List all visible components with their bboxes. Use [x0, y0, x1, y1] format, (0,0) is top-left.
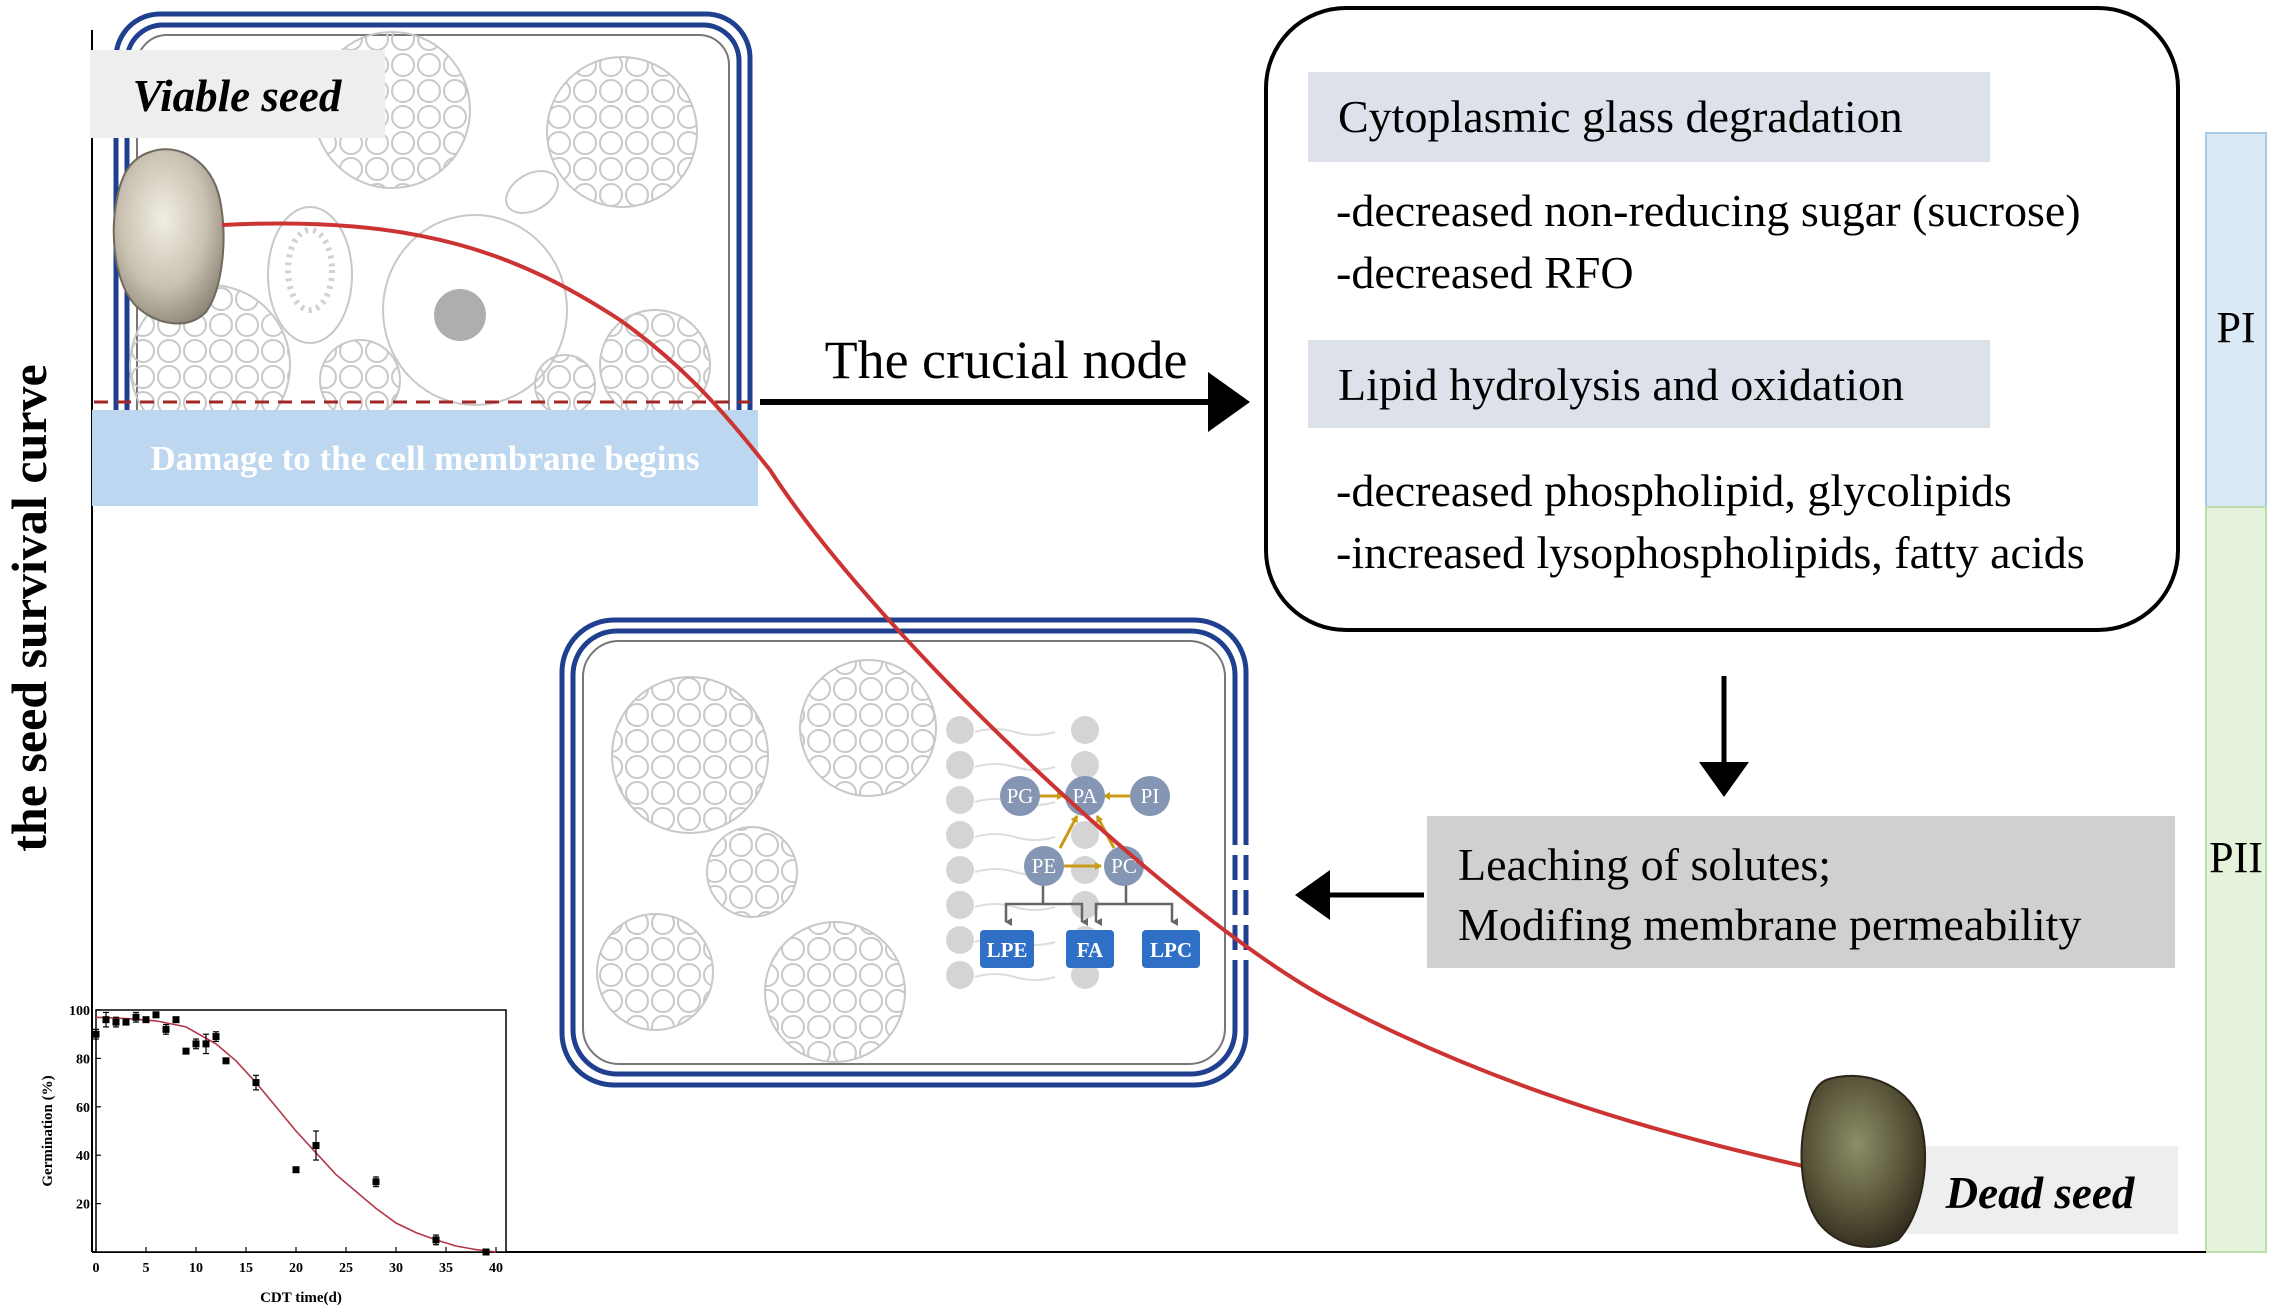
chart-y-tick-label: 60 [76, 1101, 90, 1116]
leaching-line2: Modifing membrane permeability [1458, 899, 2081, 950]
product-fa [1066, 930, 1114, 968]
damage-banner-text: Damage to the cell membrane begins [150, 439, 699, 478]
product-lpc [1142, 930, 1200, 968]
chart-point [152, 1011, 160, 1019]
leaching-box [1427, 816, 2175, 968]
damage-banner [92, 410, 758, 506]
chart-point [162, 1025, 170, 1033]
dead-seed-label: Dead seed [1945, 1168, 2136, 1218]
chart-x-label: CDT time(d) [260, 1290, 342, 1306]
chart-x-tick-label: 25 [339, 1261, 353, 1276]
chart-y-tick-label: 20 [76, 1198, 90, 1213]
chart-point [372, 1178, 380, 1186]
chart-x-tick-label: 0 [93, 1261, 100, 1276]
dead-seed-image [1800, 1074, 1926, 1248]
product-lpe-label: LPE [987, 938, 1028, 962]
chart-point [92, 1030, 100, 1038]
chart-y-tick-label: 40 [76, 1149, 90, 1164]
chart-point [202, 1040, 210, 1048]
chart-point [432, 1236, 440, 1244]
product-lpc-label: LPC [1150, 938, 1192, 962]
product-fa-label: FA [1077, 938, 1104, 962]
viable-seed-label: Viable seed [133, 71, 343, 121]
y-axis-label: the seed survival curve [1, 364, 57, 851]
chart-x-tick-label: 40 [489, 1261, 503, 1276]
chart-point [112, 1018, 120, 1026]
node-pe [1024, 846, 1064, 886]
mechanism-line2a: -decreased phospholipid, glycolipids [1336, 465, 2012, 516]
mechanism-heading1: Cytoplasmic glass degradation [1338, 91, 1903, 142]
chart-frame [95, 1009, 507, 1253]
chart-points [92, 1011, 490, 1256]
chart-point [132, 1013, 140, 1021]
germination-chart: 20 40 60 80 100 0 5 10 15 20 25 30 35 40 CDT time(d)… [40, 1004, 507, 1306]
chart-x-ticks: 0 5 10 15 20 25 30 35 40 [93, 1247, 503, 1276]
phase1-label: PI [2216, 303, 2255, 352]
node-pi-label: PI [1141, 784, 1160, 808]
node-pa-label: PA [1073, 784, 1099, 808]
lipid-pathway: PG PA PI PE PC LPE FA LPC [980, 776, 1200, 968]
chart-y-label: Germination (%) [40, 1075, 56, 1186]
chart-x-tick-label: 10 [189, 1261, 203, 1276]
node-pi [1130, 776, 1170, 816]
node-pg [1000, 776, 1040, 816]
phase2-bar [2205, 506, 2267, 1253]
chart-y-tick-label: 100 [69, 1004, 90, 1019]
chart-point [312, 1142, 320, 1150]
mechanism-line2b: -increased lysophospholipids, fatty acid… [1336, 527, 2085, 578]
chart-x-tick-label: 35 [439, 1261, 453, 1276]
chart-y-tick-label: 80 [76, 1052, 90, 1067]
mechanism-box: Cytoplasmic glass degradation -decreased… [1264, 6, 2180, 632]
heading1-box [1308, 72, 1990, 162]
chart-point [222, 1057, 230, 1065]
product-lpe [980, 930, 1034, 968]
chart-point [182, 1047, 190, 1055]
node-pg-label: PG [1007, 784, 1034, 808]
damaged-cell [559, 617, 1250, 1088]
chart-point [212, 1033, 220, 1041]
chart-point [102, 1016, 110, 1024]
chart-x-tick-label: 30 [389, 1261, 403, 1276]
mechanism-line1a: -decreased non-reducing sugar (sucrose) [1336, 185, 2081, 236]
chart-point [172, 1016, 180, 1024]
mechanism-heading2: Lipid hydrolysis and oxidation [1338, 359, 1904, 410]
node-pe-label: PE [1032, 854, 1057, 878]
mechanism-line1b: -decreased RFO [1336, 247, 1634, 298]
chart-point [252, 1079, 260, 1087]
chart-x-tick-label: 20 [289, 1261, 303, 1276]
leaching-line1: Leaching of solutes; [1458, 839, 1831, 890]
viable-cell [113, 11, 753, 477]
viable-seed-label-box [90, 50, 385, 138]
phase1-bar [2205, 132, 2267, 508]
chart-point [292, 1166, 300, 1174]
chart-x-tick-label: 15 [239, 1261, 253, 1276]
chart-x-tick-label: 5 [143, 1261, 150, 1276]
chart-point [122, 1018, 130, 1026]
viable-seed-image [112, 148, 225, 325]
phase2-label: PII [2209, 833, 2263, 882]
chart-point [192, 1040, 200, 1048]
heading2-box [1308, 340, 1990, 428]
chart-point [142, 1016, 150, 1024]
crucial-node-label: The crucial node [825, 330, 1188, 390]
chart-y-ticks: 20 40 60 80 100 [69, 1004, 101, 1213]
chart-point [482, 1248, 490, 1256]
survival-curve [221, 221, 1813, 1170]
